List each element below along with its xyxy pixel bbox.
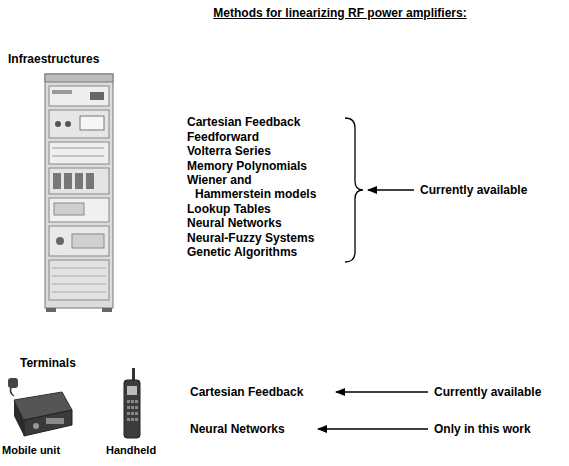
method-item: Cartesian Feedback <box>187 115 300 129</box>
method-item: Volterra Series <box>187 144 271 158</box>
arrow <box>336 391 428 393</box>
device-caption: Mobile unit <box>2 443 60 457</box>
status-note: Only in this work <box>434 422 531 436</box>
method-item: Neural Networks <box>190 422 285 436</box>
status-note: Currently available <box>434 385 541 399</box>
mobile-unit-illustration <box>8 378 72 436</box>
status-note: Currently available <box>420 183 527 197</box>
method-item: Lookup Tables <box>187 202 271 216</box>
diagram-title: Methods for linearizing RF power amplifi… <box>213 6 466 20</box>
device-caption: Handheld <box>106 443 156 457</box>
group-heading: Infraestructures <box>8 52 99 66</box>
method-item: Cartesian Feedback <box>190 385 303 399</box>
arrow <box>368 189 414 191</box>
method-item: Neural Networks <box>187 216 282 230</box>
brace <box>345 118 363 262</box>
rack-illustration <box>45 74 113 312</box>
method-item: Memory Polynomials <box>187 159 307 173</box>
method-item: Neural-Fuzzy Systems <box>187 231 314 245</box>
group-heading: Terminals <box>20 356 76 370</box>
handheld-illustration <box>124 368 140 438</box>
method-item: Wiener and Hammerstein models <box>187 173 322 201</box>
arrow <box>318 428 428 430</box>
method-item: Genetic Algorithms <box>187 245 297 259</box>
method-item: Feedforward <box>187 130 259 144</box>
